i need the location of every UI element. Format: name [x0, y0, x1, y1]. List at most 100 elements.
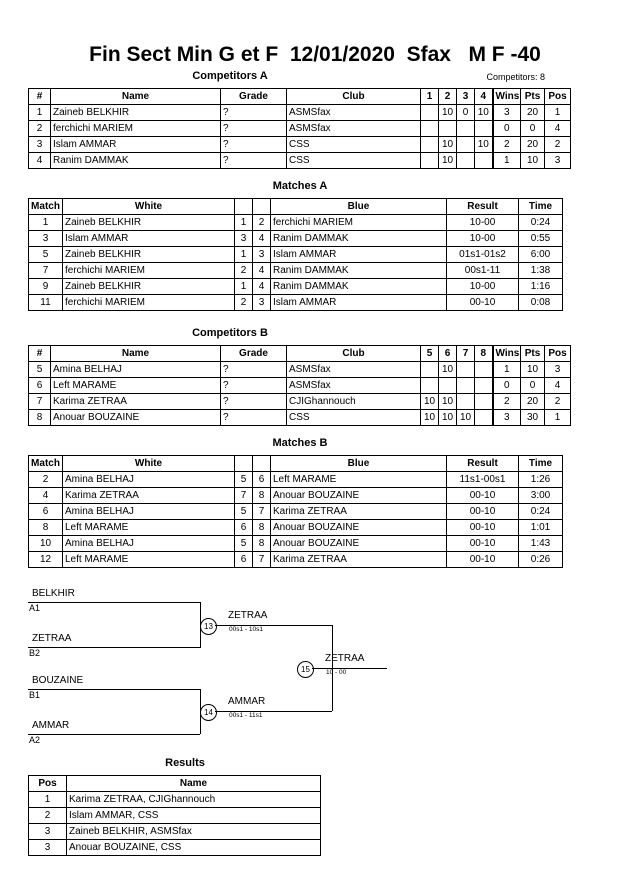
competitor-match-score	[474, 120, 493, 137]
competitor-grade: ?	[220, 361, 287, 378]
column-header-wins: Wins	[491, 345, 521, 362]
match-time: 0:24	[518, 214, 563, 231]
competitor-match-score	[420, 361, 439, 378]
competitor-number: 1	[28, 104, 51, 121]
competitor-number: 7	[28, 393, 51, 410]
match-white-name: Zaineb BELKHIR	[62, 246, 235, 263]
competitor-match-score: 10	[438, 393, 457, 410]
competitor-position: 3	[544, 152, 571, 169]
match-blue-name: Karima ZETRAA	[270, 551, 447, 568]
column-header-5: 5	[420, 345, 439, 362]
match-white-number: 2	[234, 294, 253, 311]
column-header-blue: Blue	[270, 198, 447, 215]
column-header-white-number	[234, 198, 253, 215]
bracket-winner-name: ZETRAA	[325, 653, 365, 664]
competitor-match-score	[420, 152, 439, 169]
match-result: 10-00	[446, 214, 519, 231]
bracket-entry-seed: A1	[29, 603, 41, 613]
match-blue-name: Islam AMMAR	[270, 294, 447, 311]
match-blue-name: Ranim DAMMAK	[270, 230, 447, 247]
match-white-name: Zaineb BELKHIR	[62, 214, 235, 231]
bracket-match-node-13: 13	[200, 618, 217, 635]
column-header-result: Result	[446, 455, 519, 472]
column-header-club: Club	[286, 345, 421, 362]
match-white-name: ferchichi MARIEM	[62, 294, 235, 311]
competitor-club: CSS	[286, 152, 421, 169]
match-blue-number: 3	[252, 246, 271, 263]
column-header-3: 3	[456, 88, 475, 105]
bracket-match-score: 10 - 00	[326, 669, 347, 676]
competitor-wins: 2	[491, 136, 521, 153]
column-header-name: Name	[50, 88, 221, 105]
competitor-grade: ?	[220, 393, 287, 410]
bracket-entry-name: ZETRAA	[32, 633, 72, 644]
column-header-blue-number	[252, 455, 271, 472]
match-number: 6	[28, 503, 63, 520]
match-result: 00-10	[446, 535, 519, 552]
match-white-number: 2	[234, 262, 253, 279]
column-header-white-number	[234, 455, 253, 472]
column-header-6: 6	[438, 345, 457, 362]
competitor-grade: ?	[220, 409, 287, 426]
match-number: 8	[28, 519, 63, 536]
competitor-points: 30	[520, 409, 545, 426]
column-header-pos: Pos	[544, 88, 571, 105]
bracket-match-node-15: 15	[297, 661, 314, 678]
bracket-winner-name: ZETRAA	[228, 610, 268, 621]
section-heading-matches-a: Matches A	[272, 180, 328, 192]
competitor-points: 0	[520, 120, 545, 137]
column-header-time: Time	[518, 198, 563, 215]
match-blue-name: Ranim DAMMAK	[270, 278, 447, 295]
column-header-7: 7	[456, 345, 475, 362]
match-white-number: 1	[234, 214, 253, 231]
bracket-match-score: 00s1 - 10s1	[229, 626, 263, 633]
bracket-entry-name: BELKHIR	[32, 588, 75, 599]
match-number: 11	[28, 294, 63, 311]
match-blue-name: Anouar BOUZAINE	[270, 535, 447, 552]
match-time: 0:08	[518, 294, 563, 311]
match-time: 3:00	[518, 487, 563, 504]
column-header-4: 4	[474, 88, 493, 105]
competitor-match-score	[456, 120, 475, 137]
match-time: 6:00	[518, 246, 563, 263]
column-header-match: Match	[28, 455, 63, 472]
match-white-number: 1	[234, 246, 253, 263]
match-blue-name: Ranim DAMMAK	[270, 262, 447, 279]
match-white-name: Amina BELHAJ	[62, 471, 235, 488]
column-header-8: 8	[474, 345, 493, 362]
competitor-match-score	[474, 152, 493, 169]
match-number: 2	[28, 471, 63, 488]
match-number: 3	[28, 230, 63, 247]
competitor-name: Islam AMMAR	[50, 136, 221, 153]
match-result: 11s1-00s1	[446, 471, 519, 488]
competitor-match-score: 10	[420, 393, 439, 410]
section-heading-results: Results	[165, 757, 205, 769]
column-header-grade: Grade	[220, 88, 287, 105]
page-title: Fin Sect Min G et F 12/01/2020 Sfax M F …	[89, 43, 541, 66]
bracket-line	[28, 602, 200, 603]
match-white-number: 7	[234, 487, 253, 504]
match-time: 0:55	[518, 230, 563, 247]
match-time: 1:26	[518, 471, 563, 488]
competitor-club: CSS	[286, 136, 421, 153]
match-number: 9	[28, 278, 63, 295]
result-name: Karima ZETRAA, CJIGhannouch	[66, 791, 321, 808]
bracket-match-node-14: 14	[200, 704, 217, 721]
section-heading-competitors-b: Competitors B	[192, 327, 268, 339]
